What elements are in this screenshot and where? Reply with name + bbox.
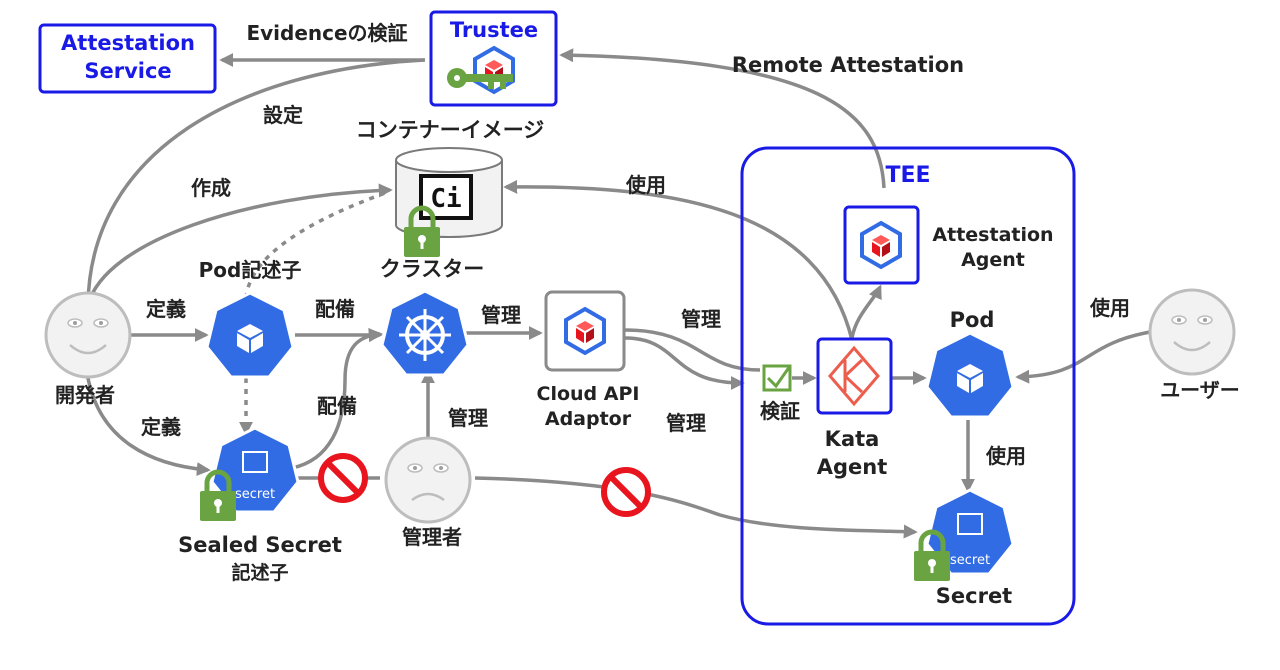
- caa-label-2: Adaptor: [545, 408, 632, 430]
- edge-label-user-use: 使用: [1089, 296, 1130, 320]
- edge-pod-to-image: [244, 190, 389, 299]
- kata-icon: [828, 345, 880, 407]
- edge-create: [86, 183, 393, 306]
- tee-boundary: [740, 146, 1076, 626]
- secret-label: Secret: [936, 584, 1012, 608]
- sealed-secret-label-1: Sealed Secret: [178, 533, 342, 557]
- edge-label-verify: 検証: [760, 399, 800, 423]
- kata-agent-node[interactable]: [816, 337, 893, 415]
- forbidden-icon-sealed: [321, 456, 365, 500]
- edge-manage-caa: [624, 328, 761, 372]
- attestation-agent-node[interactable]: [843, 205, 920, 285]
- edge-label-deploy-sealed: 配備: [317, 394, 357, 418]
- edge-label-manage-cluster: 管理: [481, 303, 521, 327]
- user-label: ユーザー: [1160, 378, 1240, 402]
- tee-label: TEE: [885, 163, 930, 188]
- edge-labels: Evidenceの検証 Remote Attestation 設定 作成 使用 …: [141, 21, 1130, 468]
- pod-label: Pod: [950, 308, 995, 332]
- container-image-label: コンテナーイメージ: [356, 118, 545, 142]
- edge-label-evidence-verify: Evidenceの検証: [246, 21, 407, 45]
- cluster-node[interactable]: [380, 289, 470, 377]
- edge-label-manage-admin: 管理: [448, 406, 488, 430]
- edge-label-deploy-pod: 配備: [315, 297, 355, 321]
- attestation-service-label-1: Attestation: [61, 31, 195, 55]
- edge-label-remote-attestation: Remote Attestation: [732, 53, 964, 77]
- kata-agent-label-1: Kata: [825, 427, 880, 451]
- attestation-service-node[interactable]: Attestation Service: [38, 23, 217, 94]
- secret-node[interactable]: secret: [925, 488, 1015, 576]
- verify-check-icon: [762, 364, 792, 392]
- forbidden-icon-secret: [604, 470, 648, 514]
- developer-avatar[interactable]: [44, 291, 132, 379]
- developer-label: 開発者: [55, 383, 115, 407]
- helm-wheel-icon: [399, 309, 451, 361]
- edge-remote-attestation: [559, 48, 886, 189]
- key-icon: [447, 68, 513, 89]
- attestation-agent-label-2: Agent: [961, 249, 1025, 271]
- trustee-node[interactable]: Trustee: [429, 10, 558, 107]
- sealed-secret-icon-text: secret: [235, 487, 275, 502]
- cluster-label: クラスター: [380, 257, 485, 281]
- edge-label-manage-caa2: 管理: [666, 411, 706, 435]
- edge-settings: [86, 58, 425, 306]
- edge-label-manage-caa: 管理: [681, 307, 721, 331]
- pod-node[interactable]: [925, 331, 1015, 419]
- svg-text:Ci: Ci: [430, 184, 461, 214]
- edge-deploy-sealed: [291, 328, 383, 470]
- attestation-service-label-2: Service: [84, 59, 171, 83]
- caa-icon: [564, 307, 606, 355]
- caa-label-1: Cloud API: [537, 383, 640, 405]
- sealed-secret-node[interactable]: secret: [210, 426, 300, 514]
- attestation-agent-label-1: Attestation: [932, 224, 1053, 246]
- edge-manage-caa2: [624, 336, 745, 390]
- user-avatar[interactable]: [1148, 288, 1236, 376]
- trustee-label: Trustee: [450, 18, 538, 42]
- pod-descriptor-label: Pod記述子: [199, 258, 302, 282]
- container-image-node[interactable]: Ci: [395, 147, 503, 257]
- edge-user-use: [1015, 330, 1151, 384]
- edge-label-use-image: 使用: [625, 173, 666, 197]
- edge-label-settings: 設定: [263, 103, 303, 127]
- cloud-api-adaptor-node[interactable]: [544, 290, 626, 372]
- edge-label-define-sealed: 定義: [141, 415, 181, 439]
- pod-descriptor-node[interactable]: [205, 291, 295, 379]
- kata-agent-label-2: Agent: [817, 455, 888, 479]
- attestation-agent-icon: [860, 221, 902, 269]
- edge-label-use-secret: 使用: [985, 444, 1026, 468]
- sealed-secret-label-2: 記述子: [231, 561, 288, 584]
- edge-label-create: 作成: [191, 176, 231, 200]
- edge-admin-to-secret: [474, 476, 918, 539]
- administrator-avatar[interactable]: [384, 436, 472, 524]
- edge-label-define-pod: 定義: [146, 297, 186, 321]
- edge-define-sealed: [86, 377, 211, 477]
- edge-kata-to-agent: [850, 284, 882, 339]
- secret-icon-text: secret: [950, 553, 990, 568]
- edge-use-image: [503, 179, 854, 341]
- administrator-label: 管理者: [402, 525, 462, 549]
